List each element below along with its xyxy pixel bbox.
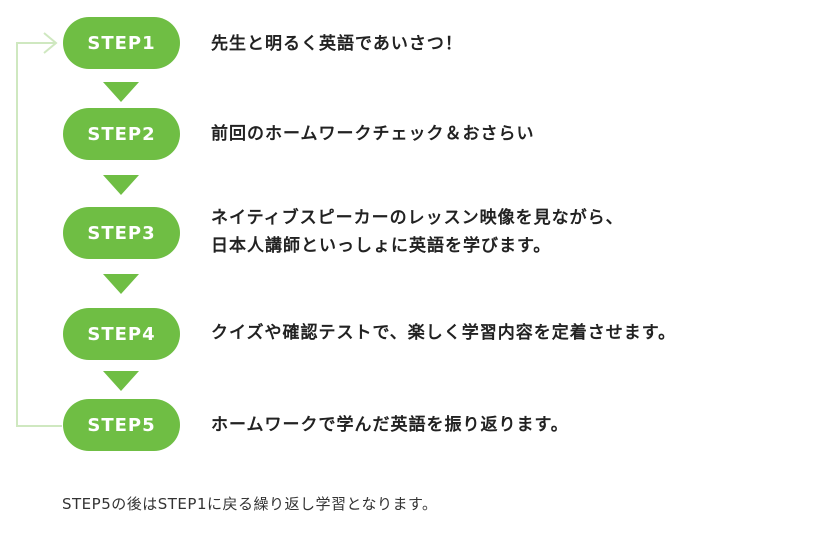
down-arrow-icon bbox=[103, 175, 139, 195]
step5-description: ホームワークで学んだ英語を振り返ります。 bbox=[211, 411, 569, 439]
step3-text-line-1: ネイティブスピーカーのレッスン映像を見ながら、 bbox=[211, 208, 624, 228]
down-arrow-icon bbox=[103, 274, 139, 294]
footer-note: STEP5の後はSTEP1に戻る繰り返し学習となります。 bbox=[62, 495, 438, 513]
step2-badge: STEP2 bbox=[63, 108, 180, 160]
step3-text-line-2: 日本人講師といっしょに英語を学びます。 bbox=[211, 236, 552, 256]
loop-back-line bbox=[16, 42, 62, 427]
step5-badge: STEP5 bbox=[63, 399, 180, 451]
loop-arrowhead-icon bbox=[43, 32, 58, 54]
step4-badge: STEP4 bbox=[63, 308, 180, 360]
step1-description: 先生と明るく英語であいさつ！ bbox=[211, 30, 463, 58]
step3-badge: STEP3 bbox=[63, 207, 180, 259]
step1-badge: STEP1 bbox=[63, 17, 180, 69]
step5-text-line: ホームワークで学んだ英語を振り返ります。 bbox=[211, 415, 569, 435]
down-arrow-icon bbox=[103, 371, 139, 391]
down-arrow-icon bbox=[103, 82, 139, 102]
step4-text-line: クイズや確認テストで、楽しく学習内容を定着させます。 bbox=[211, 323, 677, 343]
step2-description: 前回のホームワークチェック＆おさらい bbox=[211, 120, 535, 148]
step1-text-line: 先生と明るく英語であいさつ！ bbox=[211, 34, 463, 54]
step2-text-line: 前回のホームワークチェック＆おさらい bbox=[211, 124, 535, 144]
step3-description: ネイティブスピーカーのレッスン映像を見ながら、 日本人講師といっしょに英語を学び… bbox=[211, 204, 624, 260]
step4-description: クイズや確認テストで、楽しく学習内容を定着させます。 bbox=[211, 319, 676, 347]
